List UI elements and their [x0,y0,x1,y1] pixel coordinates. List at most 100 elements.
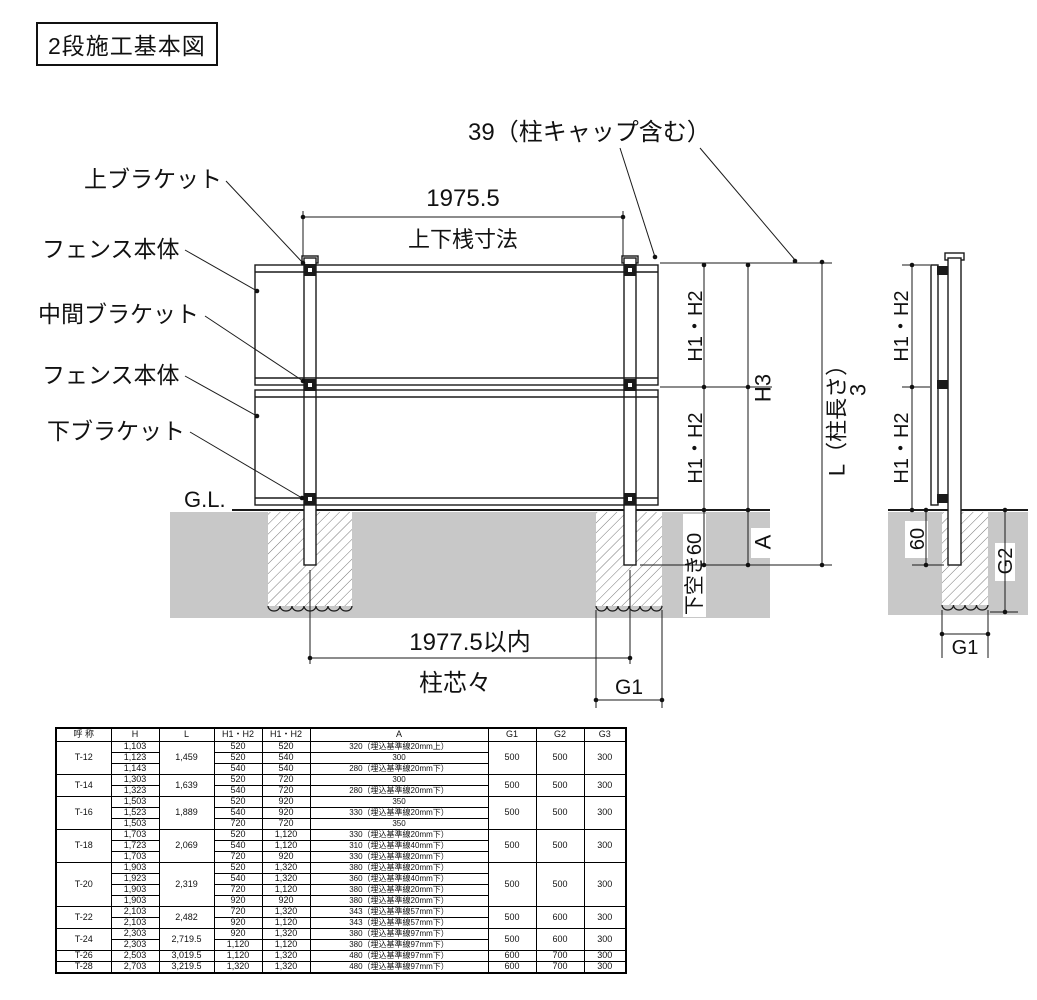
table-cell: 300 [583,774,627,797]
table-cell: 540 [261,752,311,764]
table-cell: 920 [261,851,311,863]
table-cell: 520 [213,752,263,764]
fence-panel-side [930,264,939,506]
page-title-text: 2段施工基本図 [48,33,206,59]
table-cell: 520 [213,796,263,808]
table-cell: 300 [583,796,627,830]
table-cell: 2,703 [110,961,160,974]
table-cell: 300 [583,906,627,929]
table-cell: 2,103 [110,906,160,918]
table-cell: 720 [213,884,263,896]
post-cap-label: 39（柱キャップ含む） [468,119,711,146]
h1h2-lower-dim: H1・H2 [685,412,707,483]
table-cell: 310（埋込基準線40mm下） [309,840,489,852]
dimension-lines [184,147,1018,708]
table-cell: T-14 [55,774,112,797]
table-header-cell: G2 [535,727,585,742]
table-cell: 720 [213,818,263,830]
table-cell: 920 [213,928,263,940]
table-cell: 500 [535,829,585,863]
table-cell: 1,120 [261,939,311,951]
table-cell: 300 [583,741,627,775]
table-cell: 300 [583,928,627,951]
table-cell: 1,320 [261,950,311,962]
table-cell: 1,903 [110,895,160,907]
table-cell: 1,889 [158,796,215,830]
table-cell: 1,103 [110,741,160,753]
table-cell: 700 [535,961,585,974]
table-cell: 300 [309,774,489,786]
rail-width-dim: 1975.5 [426,185,499,212]
table-cell: 1,320 [261,873,311,885]
table-header-cell: G1 [487,727,537,742]
h3-dim: H3 [751,374,776,402]
table-cell: 720 [261,818,311,830]
table-cell: 540 [213,840,263,852]
side-g2-dim: G2 [995,548,1017,575]
side-g1-dim: G1 [952,637,979,659]
table-cell: 1,120 [261,917,311,929]
table-cell: 1,120 [261,884,311,896]
table-cell: 1,123 [110,752,160,764]
table-cell: 520 [213,829,263,841]
table-cell: 540 [213,873,263,885]
table-cell: 500 [535,862,585,907]
table-cell: 1,523 [110,807,160,819]
table-cell: 520 [213,774,263,786]
table-cell: 500 [535,741,585,775]
table-cell: 1,723 [110,840,160,852]
table-cell: 1,320 [261,961,311,974]
table-cell: 1,903 [110,884,160,896]
table-cell: 300 [309,752,489,764]
table-cell: 540 [261,763,311,775]
table-cell: 3,219.5 [158,961,215,974]
diagram-labels: 39（柱キャップ含む） 1975.5 上下桟寸法 上ブラケット フェンス本体 中… [38,119,1017,699]
post-left [303,257,317,566]
table-cell: 280（埋込基準線20mm下） [309,763,489,775]
table-cell: 1,503 [110,796,160,808]
table-cell: 1,323 [110,785,160,797]
table-cell: 500 [487,862,537,907]
table-cell: 480（埋込基準線97mm下） [309,950,489,962]
table-cell: 320（埋込基準線20mm上） [309,741,489,753]
post-side [947,257,962,566]
table-cell: 540 [213,763,263,775]
table-cell: 350 [309,796,489,808]
table-cell: 1,903 [110,862,160,874]
table-cell: 600 [487,950,537,962]
side-h1h2-upper-dim: H1・H2 [891,290,913,361]
table-cell: 2,303 [110,939,160,951]
table-header-cell: L [158,727,215,742]
fence-diagram: 39（柱キャップ含む） 1975.5 上下桟寸法 上ブラケット フェンス本体 中… [38,119,1028,708]
side-gap60-dim: 60 [907,528,929,550]
table-cell: 1,320 [261,862,311,874]
table-cell: 2,103 [110,917,160,929]
table-cell: 3,019.5 [158,950,215,962]
table-cell: 2,503 [110,950,160,962]
table-cell: 343（埋込基準線57mm下） [309,917,489,929]
table-cell: 330（埋込基準線20mm下） [309,807,489,819]
table-cell: 330（埋込基準線20mm下） [309,829,489,841]
table-cell: 2,719.5 [158,928,215,951]
rail-width-caption: 上下桟寸法 [408,227,518,252]
post-length-dim: L（柱長さ） [825,354,850,476]
table-cell: 500 [487,796,537,830]
table-cell: 1,459 [158,741,215,775]
post-span-caption: 柱芯々 [419,670,491,697]
table-cell: 600 [535,906,585,929]
bottom-bracket-label: 下ブラケット [47,418,185,444]
table-cell: 360（埋込基準線40mm下） [309,873,489,885]
table-cell: 720 [213,906,263,918]
post-right [623,257,637,566]
